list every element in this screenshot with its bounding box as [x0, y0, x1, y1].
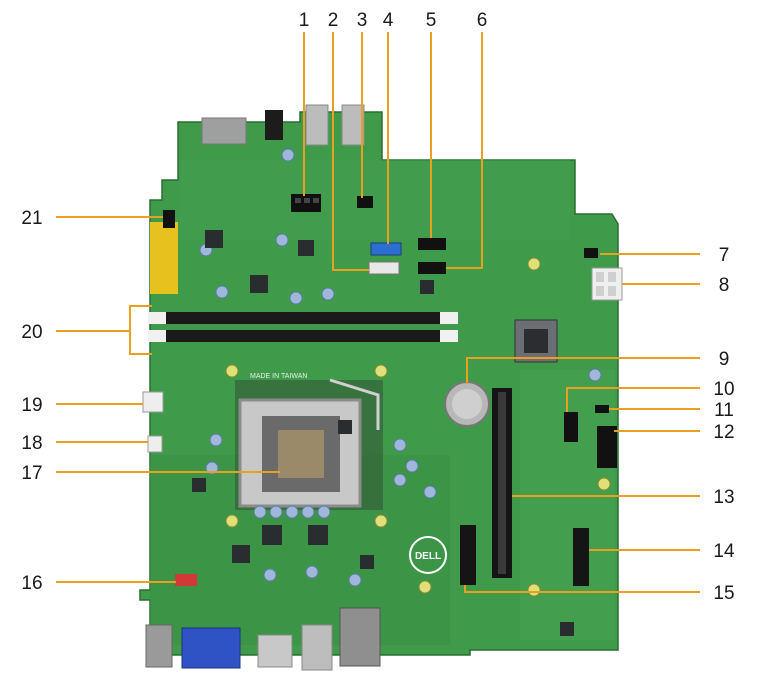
callout-label-17: 17 [21, 463, 42, 484]
callout-label-20: 20 [21, 322, 42, 343]
header-12 [597, 426, 617, 468]
motherboard: MADE IN TAIWAN DELL [139, 104, 623, 671]
power-connector-4pin [142, 391, 164, 413]
ethernet-port [339, 607, 381, 667]
header-11 [595, 405, 609, 413]
capacitors [199, 148, 602, 587]
callout-label-18: 18 [21, 433, 42, 454]
callout-label-13: 13 [713, 487, 734, 508]
callout-label-4: 4 [383, 10, 394, 31]
callout-label-5: 5 [426, 10, 437, 31]
fan-connector [147, 435, 163, 453]
callout-lines [56, 32, 700, 593]
usb-port-bottom [301, 624, 333, 671]
yellow-label [150, 222, 178, 294]
sata-port-black-1 [418, 238, 446, 250]
chips [192, 230, 574, 636]
sata-port-black-2 [418, 262, 446, 274]
callout-label-3: 3 [357, 10, 368, 31]
silkscreen-text: MADE IN TAIWAN [250, 373, 307, 380]
callout-label-7: 7 [719, 245, 730, 266]
dell-logo: DELL [409, 536, 447, 574]
callout-label-6: 6 [477, 10, 488, 31]
callout-label-12: 12 [713, 422, 734, 443]
callout-label-1: 1 [299, 10, 310, 31]
callout-label-15: 15 [713, 583, 734, 604]
header-10 [564, 412, 578, 442]
hdmi-port [257, 634, 293, 668]
audio-jack [265, 110, 283, 140]
usb-port-top-1 [305, 104, 329, 146]
audio-port-bottom [145, 624, 173, 668]
sata-port-white [368, 261, 400, 275]
connector-7 [584, 248, 598, 258]
cpu-socket [235, 378, 383, 510]
connector-3 [357, 196, 373, 208]
header-21 [163, 210, 175, 228]
usb-port-top-2 [341, 104, 365, 146]
callout-label-14: 14 [713, 541, 735, 562]
callout-label-11: 11 [714, 400, 734, 421]
vga-port [181, 627, 241, 669]
sd-slot [201, 117, 247, 145]
callout-label-2: 2 [328, 10, 339, 31]
pcie-x1-slot-15 [460, 525, 476, 585]
callout-label-8: 8 [719, 275, 730, 296]
callout-label-9: 9 [719, 349, 730, 370]
svg-text:DELL: DELL [415, 551, 441, 562]
pcie-x1-slot-14 [573, 528, 589, 586]
callout-numbers: 1 2 3 4 5 6 7 8 9 10 11 12 13 14 15 16 1… [21, 10, 735, 604]
red-connector [175, 574, 197, 586]
callout-label-16: 16 [21, 573, 42, 594]
sata-port-blue [370, 242, 402, 256]
memory-slots [148, 312, 458, 342]
callout-label-10: 10 [713, 379, 734, 400]
callout-label-19: 19 [21, 395, 42, 416]
callout-label-21: 21 [21, 208, 42, 229]
